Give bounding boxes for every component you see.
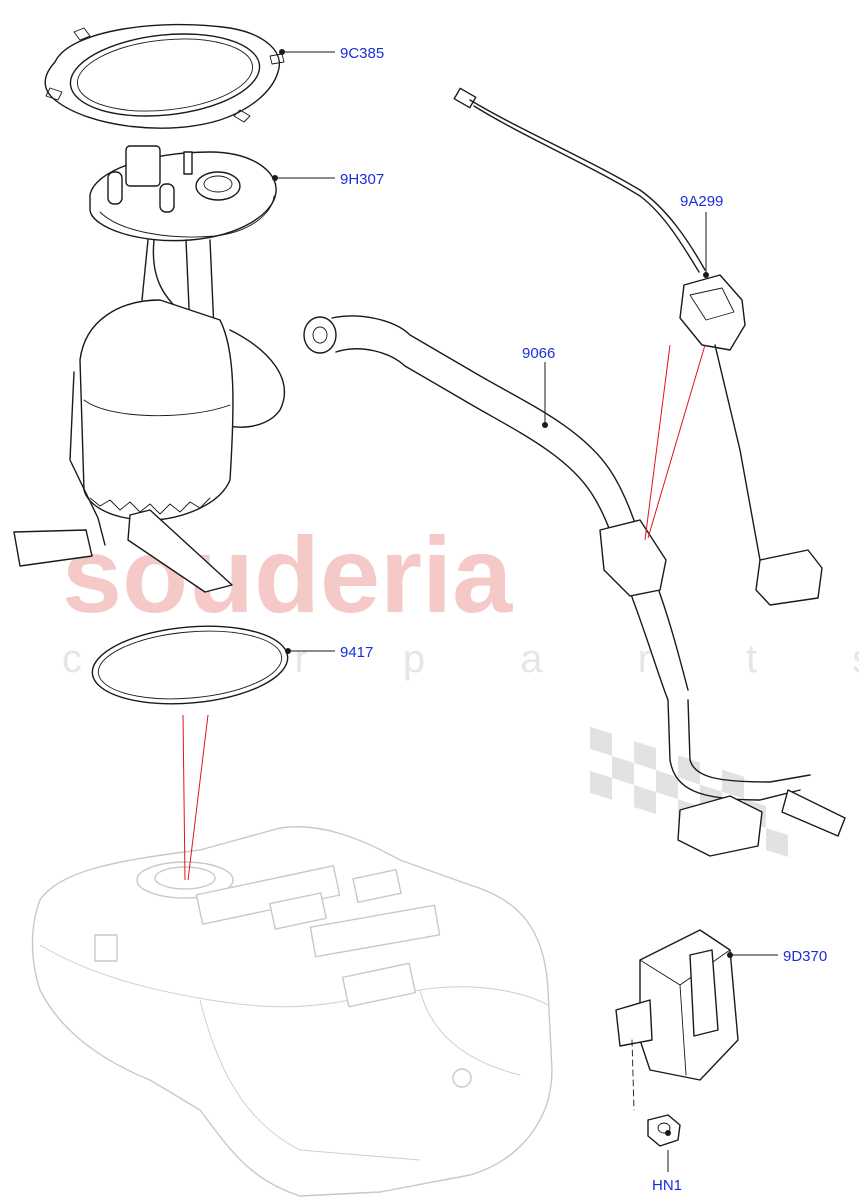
fuel-tank-ghost <box>31 826 553 1197</box>
leader-lines <box>272 49 778 1172</box>
label-9A299[interactable]: 9A299 <box>680 193 723 210</box>
label-9H307[interactable]: 9H307 <box>340 171 384 188</box>
part-9H307-fuel-pump-assembly[interactable] <box>13 145 286 593</box>
label-9417[interactable]: 9417 <box>340 644 373 661</box>
part-labels: 9C385 9H307 9A299 9066 9417 9D370 HN1 <box>340 45 827 1194</box>
part-9066-fuel-pipe[interactable] <box>303 315 846 857</box>
label-9C385[interactable]: 9C385 <box>340 45 384 62</box>
label-9D370[interactable]: 9D370 <box>783 948 827 965</box>
label-9066[interactable]: 9066 <box>522 345 555 362</box>
part-9D370-control-module[interactable] <box>615 929 739 1111</box>
part-9A299-fuel-level-sender[interactable] <box>453 87 823 606</box>
part-HN1-nut[interactable] <box>647 1114 681 1147</box>
part-9417-seal[interactable] <box>89 619 291 712</box>
assembly-lines <box>182 344 706 881</box>
part-9C385-locking-ring[interactable] <box>44 23 285 129</box>
label-HN1[interactable]: HN1 <box>652 1177 682 1194</box>
